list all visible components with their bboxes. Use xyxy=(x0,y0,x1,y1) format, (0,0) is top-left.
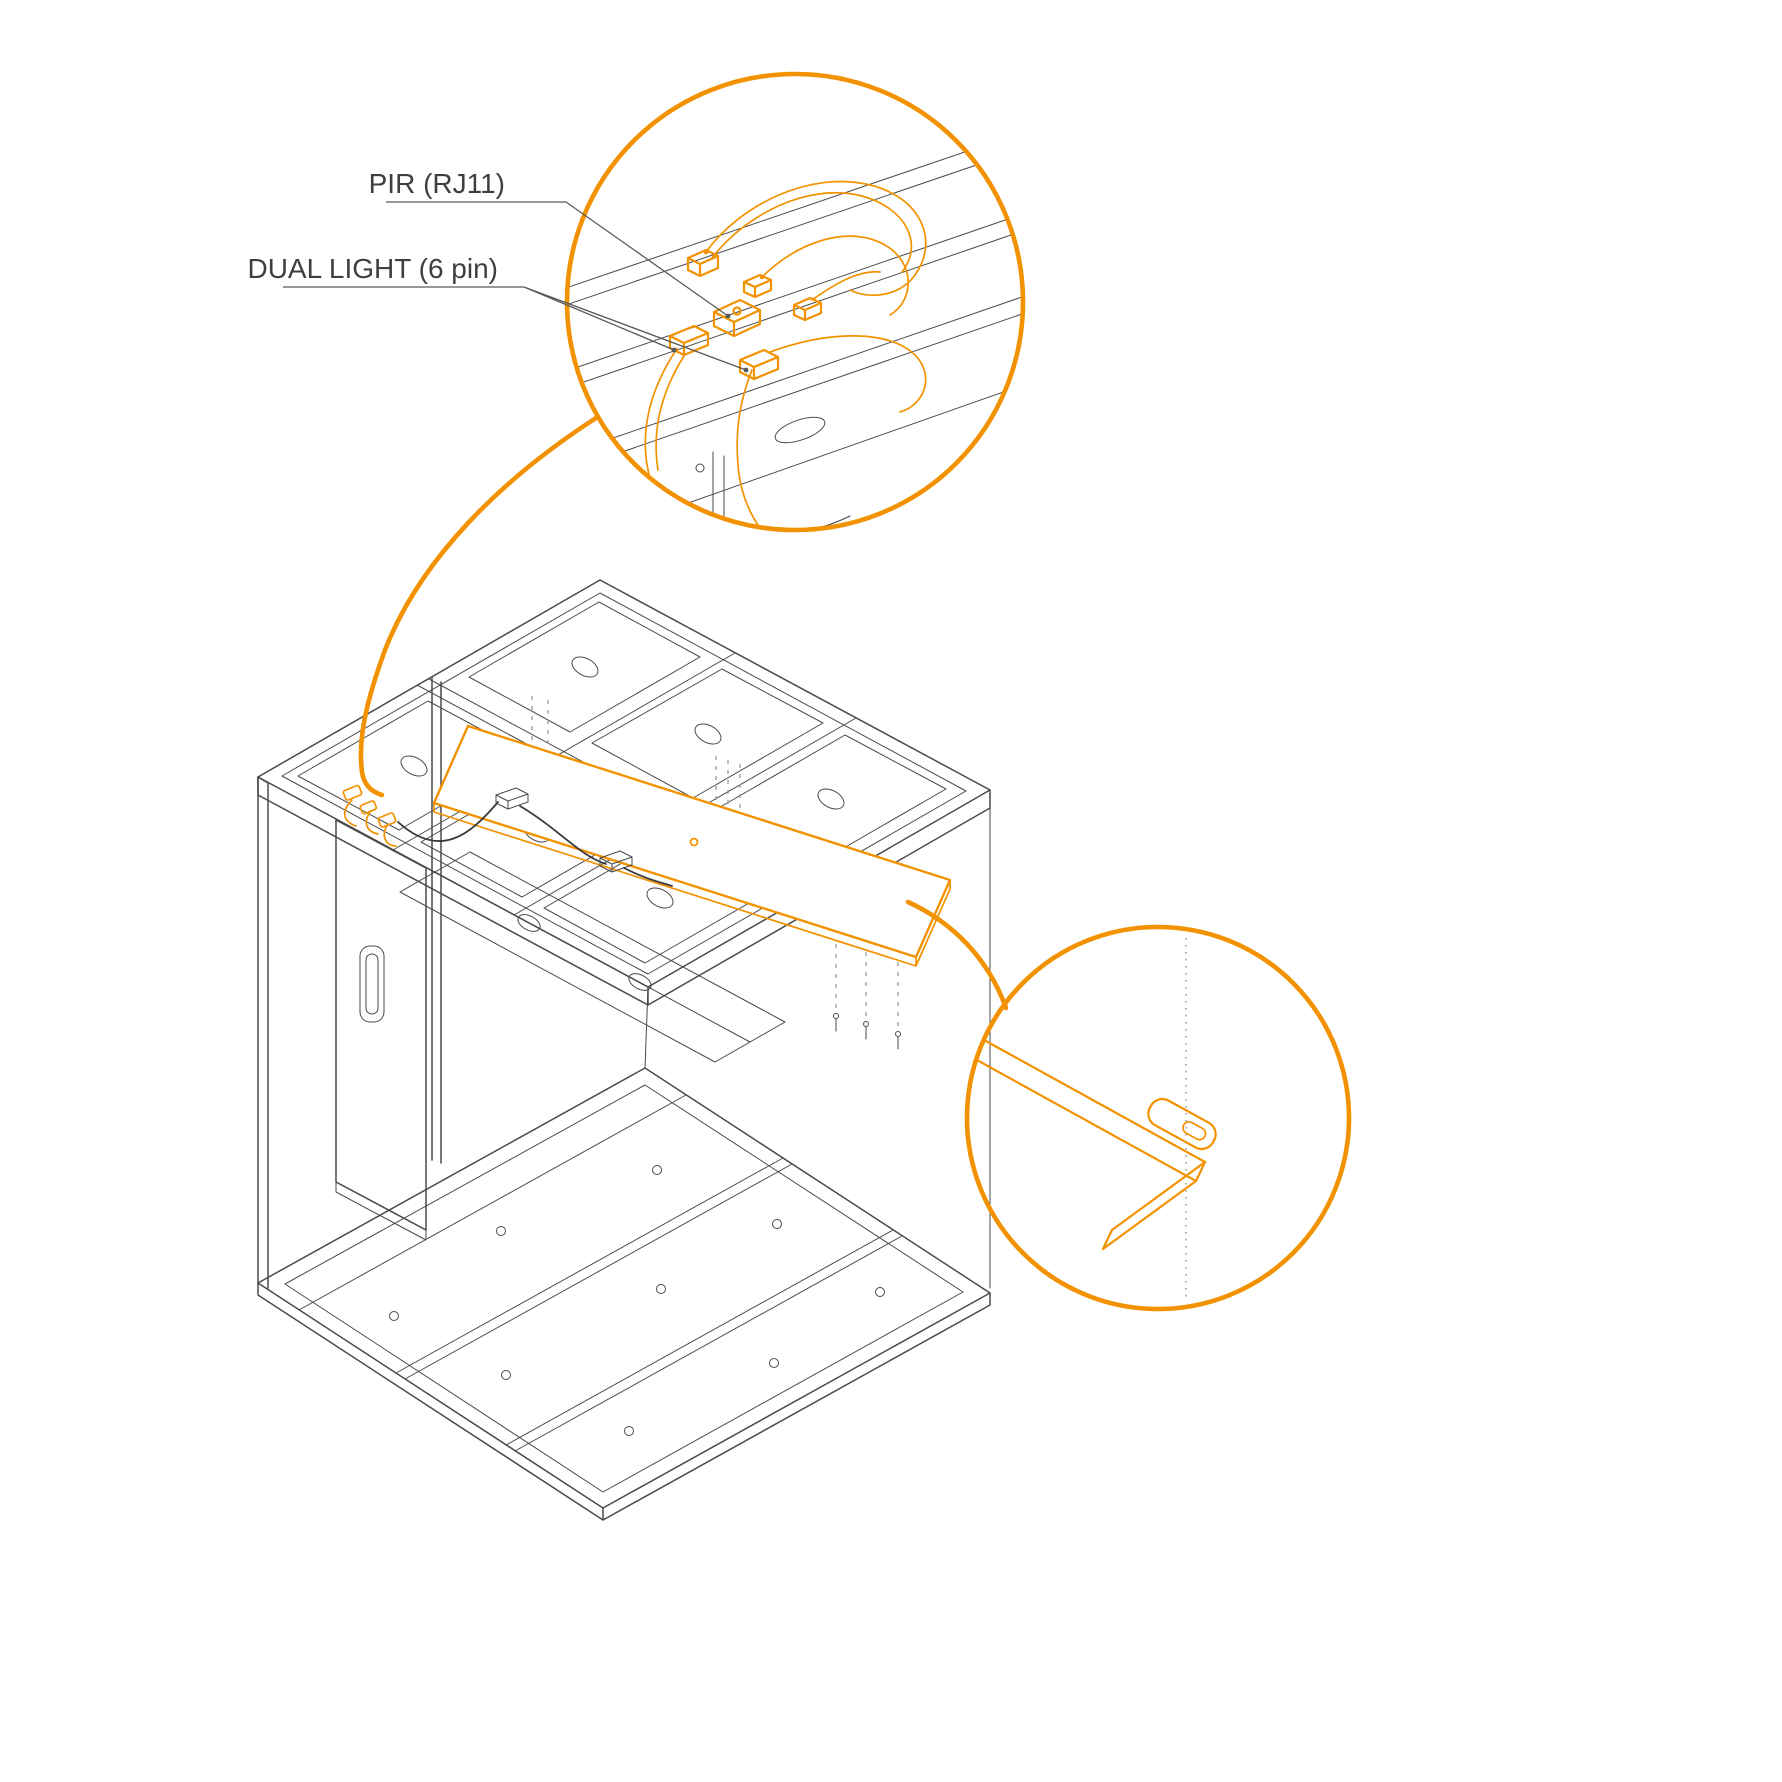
interior-back-edge xyxy=(644,986,649,1069)
light-panel-exploded xyxy=(342,696,952,1050)
dual-light-leader-dot-1 xyxy=(671,347,677,353)
driver-box-1 xyxy=(495,787,529,810)
annotation-labels: PIR (RJ11) DUAL LIGHT (6 pin) xyxy=(247,168,749,373)
floor-plank-line-1 xyxy=(395,1157,793,1380)
pir-leader-dot xyxy=(725,313,731,319)
door-handle xyxy=(359,945,385,1023)
light-panel-thickness xyxy=(433,802,951,967)
dual-light-leader-dot-2 xyxy=(743,367,749,373)
pir-connector xyxy=(712,298,762,338)
wiring-connector-cluster xyxy=(342,784,397,847)
screws xyxy=(833,1013,901,1050)
driver-box-2 xyxy=(599,850,633,873)
magnified-panel-corner xyxy=(967,1033,1207,1251)
connector-small-1 xyxy=(742,273,773,299)
dual-light-connector-2 xyxy=(738,348,780,381)
floor-fascia xyxy=(257,1282,991,1521)
magnified-panel-edges xyxy=(567,127,1023,530)
connector-small-2 xyxy=(792,296,823,322)
callout-leader-curves xyxy=(358,415,1009,1011)
floor-inner-outline xyxy=(284,1084,964,1493)
bottom-detail-callout xyxy=(964,924,1352,1312)
lower-light-frame xyxy=(399,851,786,1063)
top-callout-circle xyxy=(564,71,1026,533)
pir-leader-line xyxy=(386,201,729,317)
interior-divider xyxy=(431,676,442,1164)
floor-screw-holes xyxy=(389,1165,885,1436)
floor-assembly xyxy=(257,1067,991,1521)
bottom-callout-circle xyxy=(964,924,1352,1312)
alignment-dashed-lines xyxy=(531,696,899,1030)
light-panel xyxy=(432,724,952,959)
cabinet-isometric xyxy=(257,579,991,1521)
wiring-harness xyxy=(644,180,927,526)
cable-3 xyxy=(623,867,673,887)
bottom-callout-leader-curve xyxy=(905,899,1009,1011)
light-panel-hole xyxy=(689,837,699,847)
front-left-post xyxy=(257,776,269,1289)
floor-back-rail xyxy=(298,1094,687,1311)
rj11-plug xyxy=(686,248,720,278)
mounting-tab xyxy=(1147,1097,1217,1151)
top-callout-content xyxy=(567,127,1023,530)
cable-2 xyxy=(519,805,607,865)
cabinet-door xyxy=(335,819,427,1241)
pir-label: PIR (RJ11) xyxy=(369,168,505,199)
cable-1 xyxy=(397,801,499,842)
bottom-callout-content xyxy=(967,938,1217,1298)
dual-light-label: DUAL LIGHT (6 pin) xyxy=(247,253,498,284)
top-callout-leader-curve xyxy=(358,415,599,798)
floor-plank-line-2 xyxy=(505,1229,903,1452)
dual-light-leader-lines xyxy=(283,286,747,371)
top-detail-callout xyxy=(564,71,1026,533)
ceiling-wiring xyxy=(342,784,673,887)
